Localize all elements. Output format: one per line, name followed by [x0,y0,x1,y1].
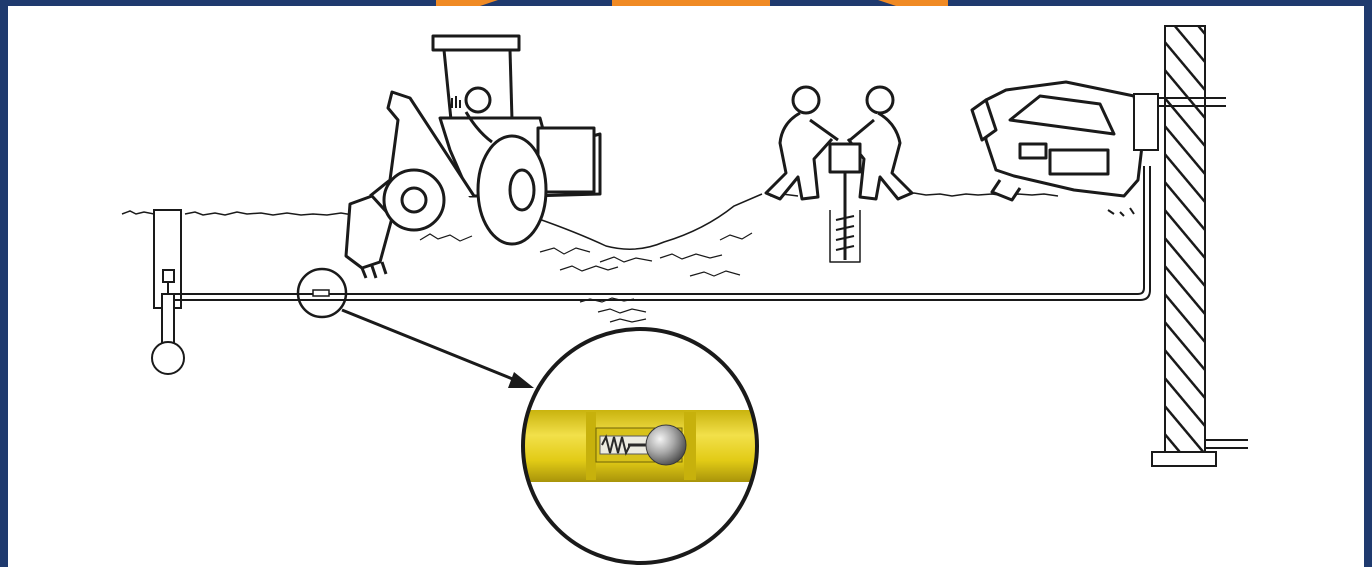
pipe-band-left [586,412,596,480]
building-wall [1152,26,1248,466]
excavation-soil [420,233,752,322]
workers-drilling-icon [766,87,912,262]
valve-ball [646,425,686,465]
callout-arrow [342,310,534,388]
backhoe-icon [346,36,600,278]
excess-flow-valve [596,425,686,465]
magnifier-callout [515,329,765,563]
frame-left [0,0,8,567]
valve-location-marker [313,290,329,296]
ground-line [122,193,1058,249]
frame-right [1364,0,1372,567]
